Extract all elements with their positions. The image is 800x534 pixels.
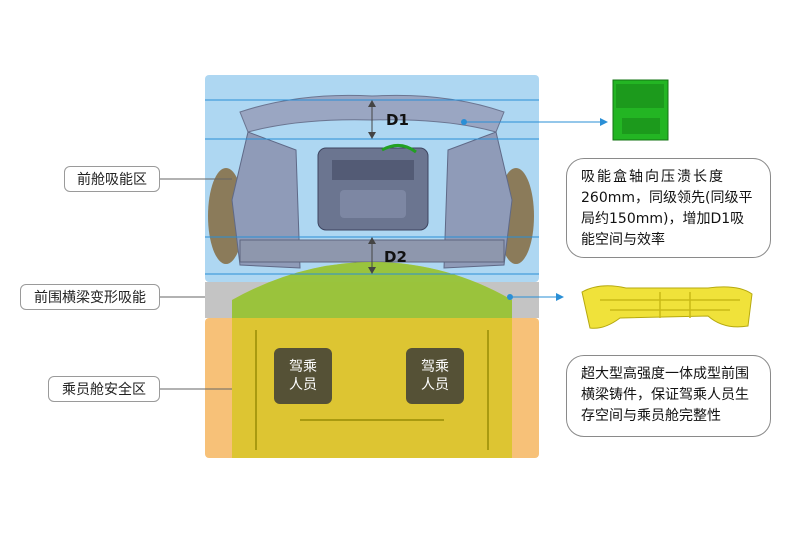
bulkhead-zone-label: 前围横梁变形吸能 [20, 284, 160, 310]
occupant-left-line2: 人员 [289, 377, 317, 393]
engine-detail [340, 190, 406, 218]
occupant-left-line1: 驾乘 [289, 359, 317, 375]
beam-casting-part [581, 285, 753, 329]
beam-arrowhead [556, 293, 564, 301]
occupant-right-line1: 驾乘 [421, 359, 449, 375]
beam-callout-line1: 超大型高强度一体成型前围 [581, 366, 749, 382]
d1-label: D1 [386, 111, 409, 129]
front-bulkhead-beam [232, 262, 512, 318]
cabin-floor-lines [255, 330, 489, 450]
right-shock-tower [443, 131, 513, 269]
engine-detail [332, 160, 414, 180]
cabin-zone-label: 乘员舱安全区 [48, 376, 160, 402]
d2-label: D2 [384, 248, 407, 266]
beam-casting-detail [600, 292, 740, 318]
crash-box-callout-line2: 260mm，同级领先(同级平 [581, 190, 753, 206]
engine-hose [381, 144, 417, 154]
crash-box-callout-line1: 吸能盒轴向压溃长度 [581, 169, 725, 185]
crash-box-callout-line3: 局约150mm)，增加D1吸 [581, 211, 745, 227]
occupant-left: 驾乘 人员 [274, 348, 332, 404]
beam-callout: 超大型高强度一体成型前围 横梁铸件，保证驾乘人员生 存空间与乘员舱完整性 [566, 355, 771, 437]
left-shock-tower [231, 131, 301, 269]
occupant-right: 驾乘 人员 [406, 348, 464, 404]
occupant-right-line2: 人员 [421, 377, 449, 393]
crash-box-callout: 吸能盒轴向压溃长度 260mm，同级领先(同级平 局约150mm)，增加D1吸 … [566, 158, 771, 258]
crash-box-callout-line4: 能空间与效率 [581, 232, 665, 248]
beam-callout-line2: 横梁铸件，保证驾乘人员生 [581, 387, 749, 403]
crash-box-arrowhead [600, 118, 608, 126]
front-zone-label: 前舱吸能区 [64, 166, 160, 192]
crash-box-detail [616, 84, 664, 134]
beam-callout-line3: 存空间与乘员舱完整性 [581, 408, 721, 424]
